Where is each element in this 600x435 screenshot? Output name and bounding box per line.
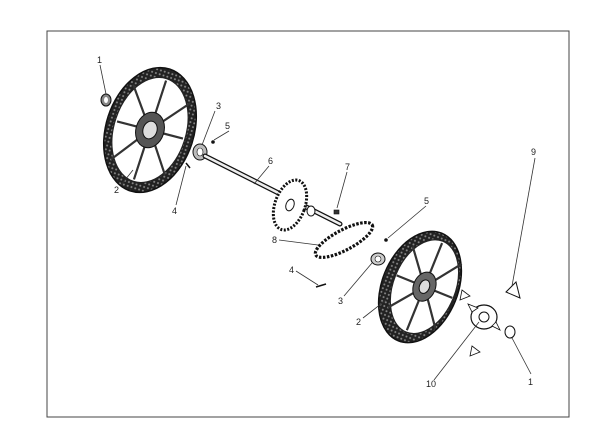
- callout-9: 9: [531, 147, 536, 157]
- wheel-upper: [102, 66, 198, 194]
- pin-upper: [185, 162, 191, 169]
- callout-5-upper: 5: [225, 121, 230, 131]
- callout-4-lower: 4: [289, 265, 294, 275]
- callout-1-lower: 1: [528, 377, 533, 387]
- callout-4-upper: 4: [172, 206, 177, 216]
- axle: [202, 153, 343, 227]
- pin-lower: [315, 283, 327, 288]
- callout-7: 7: [345, 162, 350, 172]
- drive-chain: [313, 220, 375, 260]
- callout-8: 8: [272, 235, 277, 245]
- axle-collar: [306, 205, 316, 217]
- cover-tab-left: [459, 289, 471, 301]
- ball-upper: [211, 140, 215, 144]
- callout-2-lower: 2: [356, 317, 361, 327]
- hub-cap-upper: [100, 93, 112, 107]
- diagram-frame: [46, 30, 570, 418]
- bushing-lower: [370, 252, 386, 266]
- callout-3-lower: 3: [338, 296, 343, 306]
- hub-cap-clip: [505, 281, 521, 299]
- cover-tab-bottom: [469, 345, 481, 357]
- leader-lines: [99, 64, 536, 381]
- callout-6: 6: [268, 156, 273, 166]
- callout-5-lower: 5: [424, 196, 429, 206]
- callout-2-upper: 2: [114, 185, 119, 195]
- key: [333, 209, 340, 215]
- ball-lower: [384, 238, 388, 242]
- wheel-lower: [377, 230, 463, 344]
- hub-cover: [467, 303, 501, 331]
- sprocket: [271, 178, 309, 232]
- callout-3-upper: 3: [216, 101, 221, 111]
- hub-cap-lower: [504, 325, 516, 339]
- callout-10: 10: [426, 379, 436, 389]
- callout-1-upper: 1: [97, 55, 102, 65]
